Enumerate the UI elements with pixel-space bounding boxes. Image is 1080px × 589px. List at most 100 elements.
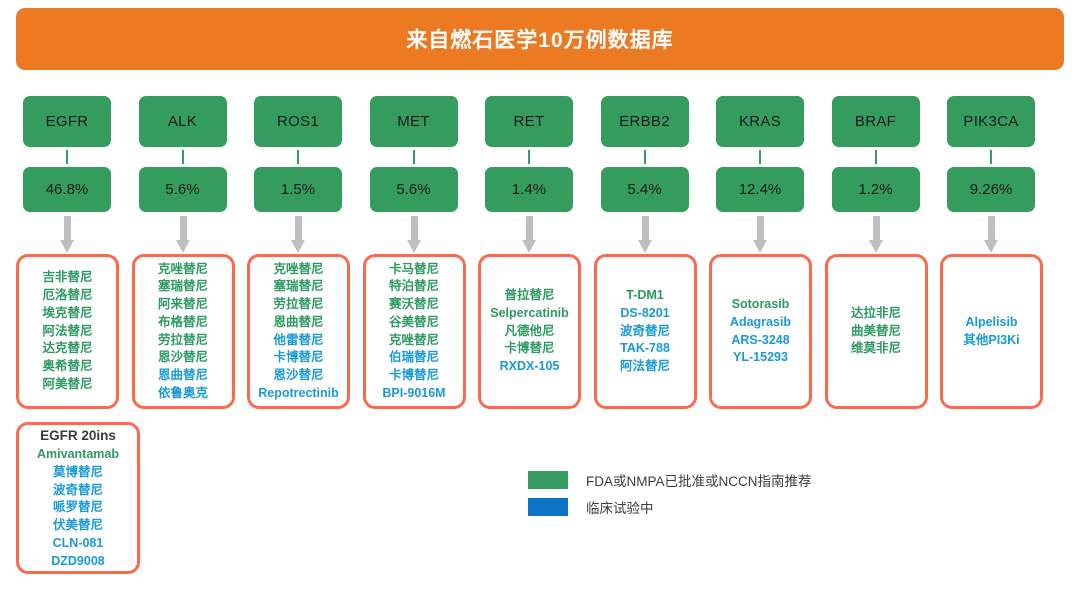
drug-item: RXDX-105: [499, 359, 560, 374]
gene-connector-line: [412, 150, 415, 164]
drug-item: 克唑替尼: [388, 332, 439, 347]
gene-connector-line: [643, 150, 646, 164]
legend-item-trial: 临床试验中: [528, 495, 812, 519]
gene-box-ros1: ROS1: [254, 96, 342, 147]
drug-item: 伯瑞替尼: [388, 350, 439, 365]
title-banner: 来自燃石医学10万例数据库: [16, 8, 1064, 70]
drug-item: Alpelisib: [965, 314, 1018, 329]
drug-item: 他雷替尼: [273, 332, 324, 347]
drug-item: CLN-081: [52, 535, 104, 550]
legend-label-approved: FDA或NMPA已批准或NCCN指南推荐: [586, 474, 812, 489]
legend-label-trial: 临床试验中: [586, 501, 654, 516]
down-arrow-icon: [637, 216, 652, 254]
drug-item: 维莫非尼: [850, 341, 901, 356]
frequency-box-braf: 1.2%: [831, 167, 920, 212]
gene-connector-line: [990, 150, 992, 164]
drug-item: 克唑替尼: [157, 261, 208, 276]
drug-item: 卡博替尼: [504, 341, 555, 356]
down-arrow-icon: [60, 216, 74, 254]
frequency-box-met: 5.6%: [369, 167, 458, 212]
frequency-box-pik3ca: 9.26%: [947, 167, 1035, 212]
arrow-shaft: [295, 216, 302, 242]
arrow-head: [175, 240, 190, 253]
gene-connector-line: [66, 150, 68, 164]
page-title: 来自燃石医学10万例数据库: [406, 29, 674, 52]
drug-item: 布格替尼: [157, 314, 208, 329]
gene-box-kras: KRAS: [716, 96, 804, 147]
frequency-box-egfr: 46.8%: [23, 167, 111, 212]
arrow-shaft: [757, 216, 764, 242]
arrow-shaft: [64, 216, 71, 242]
drug-item: 阿法替尼: [619, 359, 670, 374]
drug-item: Selpercatinib: [490, 305, 569, 320]
drug-item: YL-15293: [733, 350, 788, 365]
gene-box-alk: ALK: [138, 96, 227, 147]
drug-item: 达拉非尼: [850, 305, 901, 320]
drug-item: DS-8201: [620, 305, 670, 320]
drug-item: 吉非替尼: [42, 270, 93, 285]
gene-box-pik3ca: PIK3CA: [947, 96, 1035, 147]
frequency-label: 5.6%: [165, 181, 200, 198]
gene-connector-line: [759, 150, 761, 164]
gene-label: KRAS: [738, 113, 782, 130]
gene-label: RET: [513, 113, 545, 130]
drug-item: 卡博替尼: [388, 368, 439, 382]
drug-item: 卡博替尼: [273, 350, 324, 365]
drug-item: 恩曲替尼: [273, 314, 324, 329]
arrow-head: [868, 240, 883, 253]
drug-item: 莫博替尼: [52, 464, 103, 479]
drug-item: 劳拉替尼: [273, 297, 324, 311]
down-arrow-icon: [175, 216, 190, 254]
arrow-head: [291, 240, 305, 253]
legend-swatch-trial-icon: [528, 498, 568, 516]
drug-item: 劳拉替尼: [157, 332, 208, 347]
legend-swatch-approved-icon: [528, 471, 568, 489]
drug-item: 塞瑞替尼: [157, 279, 208, 294]
frequency-label: 1.2%: [858, 181, 893, 198]
gene-label: ALK: [167, 113, 198, 130]
frequency-box-kras: 12.4%: [716, 167, 804, 212]
drug-item: DZD9008: [51, 553, 105, 568]
drug-item: 凡德他尼: [504, 323, 555, 338]
drug-item: ARS-3248: [731, 332, 790, 347]
arrow-head: [522, 240, 536, 253]
drug-item: 达克替尼: [42, 341, 93, 356]
drug-item: 奥希替尼: [42, 359, 93, 374]
gene-box-erbb2: ERBB2: [600, 96, 689, 147]
drug-item: 塞瑞替尼: [273, 279, 324, 294]
drug-item: 恩曲替尼: [157, 368, 208, 382]
frequency-label: 9.26%: [969, 181, 1013, 198]
drug-item: 阿美替尼: [42, 376, 93, 391]
drug-item: 恩沙替尼: [273, 368, 324, 382]
drug-item: 赛沃替尼: [388, 297, 439, 311]
gene-connector-line: [181, 150, 184, 164]
drug-item: Repotrectinib: [258, 385, 339, 400]
gene-label: ROS1: [276, 113, 320, 130]
drug-item: T-DM1: [626, 288, 664, 303]
drug-box-egfr: 吉非替尼厄洛替尼埃克替尼阿法替尼达克替尼奥希替尼阿美替尼: [16, 254, 119, 409]
arrow-shaft: [179, 216, 187, 242]
arrow-shaft: [988, 216, 995, 242]
drug-item: 特泊替尼: [388, 279, 439, 294]
drug-item: 普拉替尼: [504, 288, 555, 303]
drug-item: 卡马替尼: [388, 261, 439, 276]
arrow-head: [753, 240, 767, 253]
drug-item: 波奇替尼: [52, 482, 103, 497]
gene-box-ret: RET: [485, 96, 573, 147]
arrow-head: [60, 240, 74, 253]
gene-label: MET: [397, 113, 430, 130]
drug-item: Sotorasib: [731, 297, 790, 311]
frequency-label: 1.5%: [280, 181, 316, 198]
arrow-shaft: [641, 216, 649, 242]
drug-item: 哌罗替尼: [52, 500, 103, 515]
down-arrow-icon: [753, 216, 767, 254]
gene-box-braf: BRAF: [831, 96, 920, 147]
gene-connector-line: [297, 150, 299, 164]
egfr-20ins-header: EGFR 20ins: [40, 427, 116, 443]
